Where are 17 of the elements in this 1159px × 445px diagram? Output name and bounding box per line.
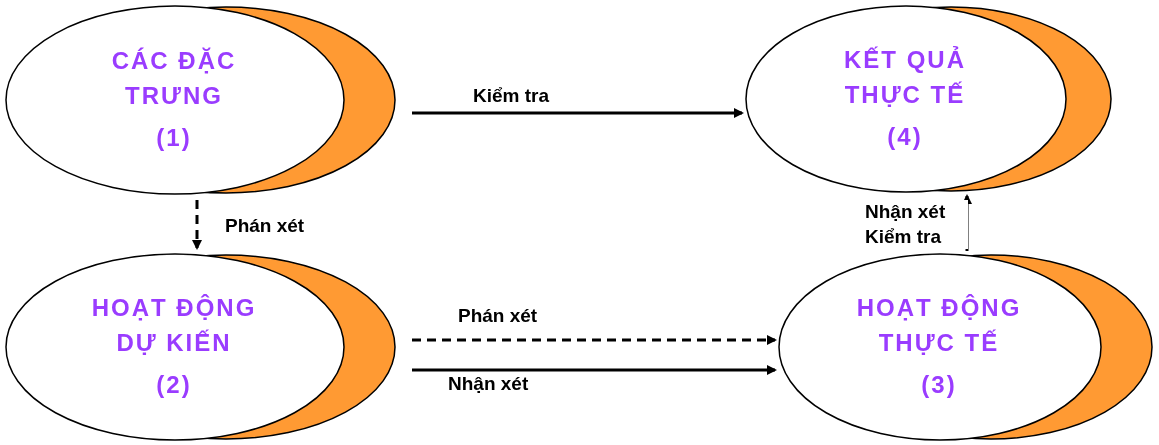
- arrow: [192, 200, 202, 250]
- circle-node: [778, 253, 1154, 441]
- circle-node: [5, 5, 397, 195]
- circle-node: [5, 253, 397, 441]
- arrow: [412, 335, 777, 345]
- node-text: KẾT QUẢ THỰC TẾ: [843, 44, 967, 110]
- circle-node: [745, 5, 1113, 193]
- node-text: (1): [156, 123, 192, 154]
- node-text: (2): [156, 370, 192, 401]
- node-text: (4): [887, 122, 923, 153]
- node-text: (3): [921, 370, 957, 401]
- arrow: [412, 365, 777, 375]
- node-text: CÁC ĐẶC TRƯNG: [110, 45, 238, 111]
- node-text: HOẠT ĐỘNG DỰ KIẾN: [90, 292, 258, 358]
- arrow: [412, 108, 744, 118]
- arrow: [962, 194, 972, 251]
- node-text: HOẠT ĐỘNG THỰC TẾ: [855, 292, 1023, 358]
